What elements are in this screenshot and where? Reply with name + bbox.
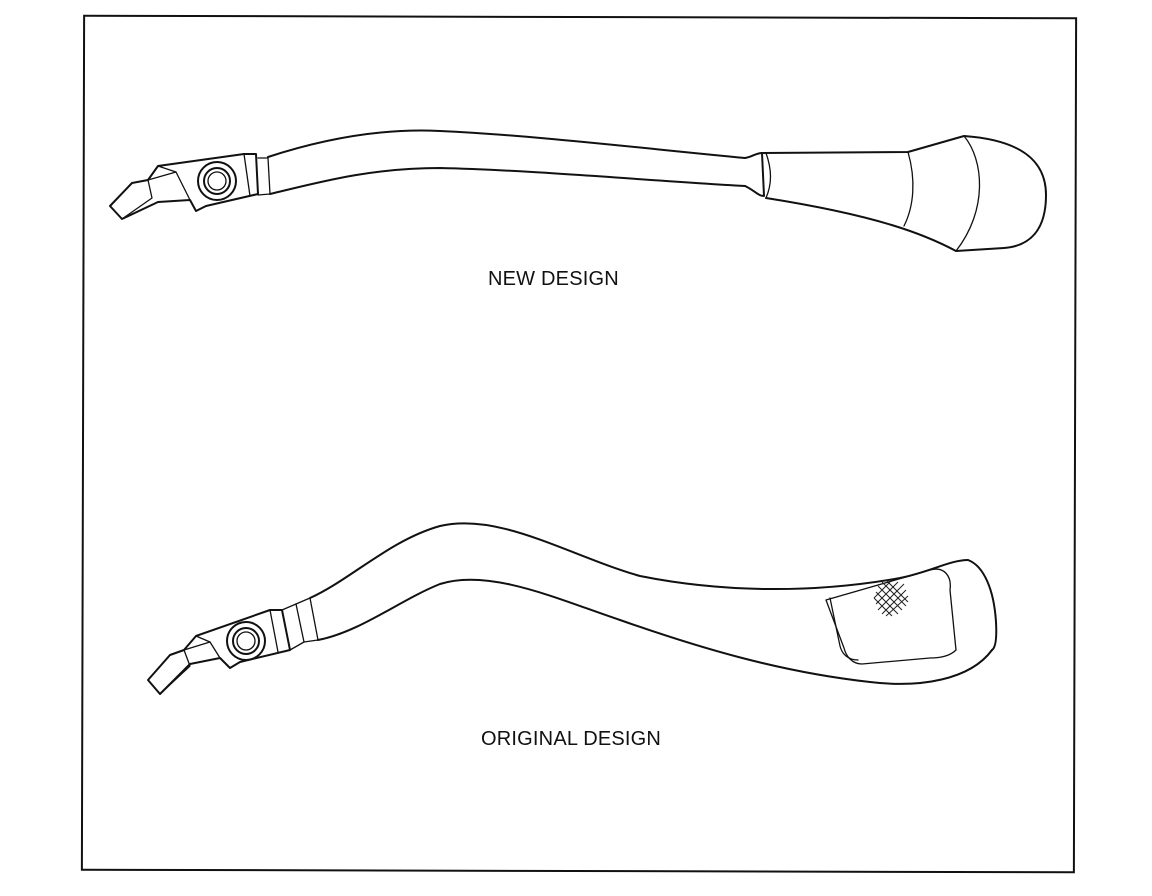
- new-design-head: [109, 153, 271, 220]
- original-design-grip-texture: [873, 579, 909, 617]
- original-design-caption: ORIGINAL DESIGN: [481, 728, 662, 750]
- new-design-arm: [267, 129, 1047, 252]
- new-design-caption: NEW DESIGN: [488, 268, 619, 290]
- new-design-lever: [109, 129, 1047, 252]
- original-design-lever: [147, 522, 998, 695]
- original-design-arm: [309, 522, 998, 685]
- original-design-head: [147, 597, 319, 695]
